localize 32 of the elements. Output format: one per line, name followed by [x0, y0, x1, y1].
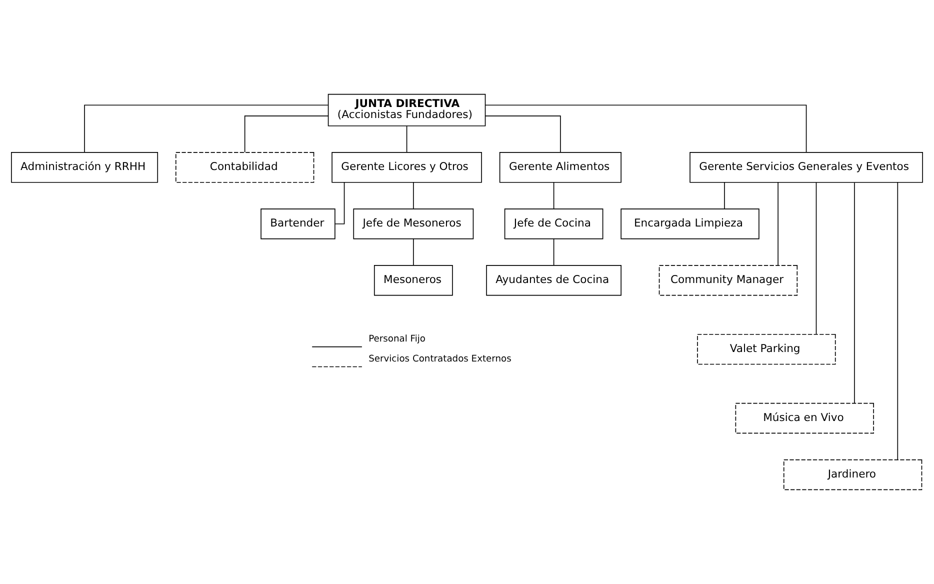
connector	[406, 126, 408, 153]
connector	[485, 116, 561, 153]
node-box: Gerente Alimentos	[499, 152, 622, 183]
node-box: Jefe de Cocina	[504, 208, 604, 240]
node-box: Bartender	[260, 208, 336, 240]
node-box: Valet Parking	[697, 334, 836, 365]
connector	[816, 182, 817, 335]
connector	[897, 182, 898, 460]
node-box: Contabilidad	[175, 152, 314, 183]
node-box: Jardinero	[783, 459, 922, 490]
node-box: Community Manager	[658, 265, 798, 296]
connector	[553, 182, 554, 210]
node-box: Encargada Limpieza	[620, 208, 760, 240]
connector	[413, 238, 414, 266]
node-box: Jefe de Mesoneros	[353, 208, 474, 240]
node-box: Música en Vivo	[735, 402, 874, 434]
legend-label: Personal Fijo	[368, 334, 426, 345]
connector	[244, 116, 329, 153]
node-box: JUNTA DIRECTIVA (Accionistas Fundadores)	[328, 94, 486, 126]
node-box: Mesoneros	[374, 265, 453, 296]
connector	[334, 182, 345, 224]
connector	[413, 182, 414, 210]
connector	[84, 104, 328, 153]
node-box: Administración y RRHH	[11, 152, 158, 183]
connector	[485, 104, 807, 153]
node-box: Gerente Licores y Otros	[332, 152, 482, 183]
connector	[854, 182, 855, 404]
connector	[724, 182, 725, 210]
node-box: Gerente Servicios Generales y Eventos	[690, 152, 923, 183]
node-box: Ayudantes de Cocina	[486, 265, 622, 296]
legend-label: Servicios Contratados Externos	[368, 354, 512, 365]
connector	[553, 238, 554, 266]
